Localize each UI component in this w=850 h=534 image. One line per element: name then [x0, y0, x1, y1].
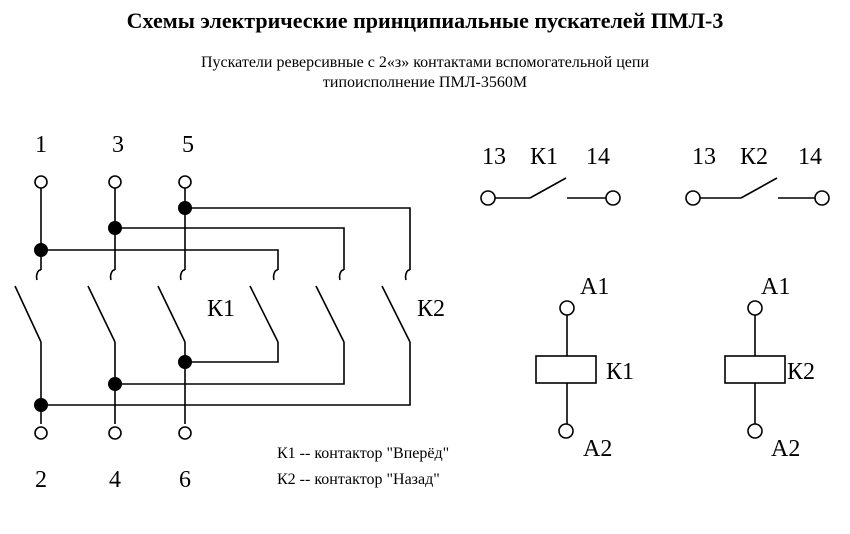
aux-k2-name: К2 [740, 144, 768, 170]
bus-k2-to-6 [185, 342, 279, 363]
bus-k2-to-4 [115, 342, 345, 385]
k2-main-label: К2 [417, 296, 445, 322]
coil-k2-body [724, 355, 786, 384]
aux-k2-left-terminal-label: 13 [692, 144, 716, 170]
diagram-title: Схемы электрические принципиальные пуска… [126, 8, 724, 33]
coil-k2-a1-label: А1 [761, 274, 790, 300]
coil-k1-a2-label: А2 [583, 436, 612, 462]
fixed-contact-hooks [35, 269, 411, 281]
terminal-label-3: 3 [112, 132, 124, 158]
legend-k1: К1 -- контактор "Вперёд" [277, 445, 449, 462]
terminal-label-5: 5 [182, 132, 194, 158]
terminal-label-6: 6 [179, 467, 191, 493]
junction-dots [34, 201, 192, 412]
terminal-label-2: 2 [35, 467, 47, 493]
k1-main-label: К1 [207, 296, 235, 322]
coil-k2: А1 К2 А2 [724, 274, 815, 462]
bus-k2-to-2 [41, 342, 411, 406]
legend-k2: К2 -- контактор "Назад" [277, 471, 440, 488]
diagram-subtitle-line-2: типоисполнение ПМЛ-3560М [322, 74, 528, 91]
aux-k1-name: К1 [530, 144, 558, 170]
bus-3-to-k2 [115, 227, 345, 270]
aux-k2-right-terminal-label: 14 [798, 144, 822, 170]
terminal-label-4: 4 [109, 467, 121, 493]
k1-main-contacts [14, 285, 186, 343]
terminal-label-1: 1 [35, 132, 47, 158]
coil-k2-name: К2 [787, 359, 815, 385]
power-terminals [34, 175, 192, 440]
coil-k1: А1 К1 А2 [535, 274, 634, 462]
bus-5-to-k2 [185, 207, 411, 270]
coil-k1-body [535, 355, 597, 384]
coil-k2-a2-label: А2 [771, 436, 800, 462]
coil-k1-a1-label: А1 [580, 274, 609, 300]
aux-contact-k2: 13 К2 14 [685, 144, 830, 206]
power-circuit: 1 3 5 К1 К [14, 132, 445, 493]
aux-k1-right-terminal-label: 14 [586, 144, 610, 170]
k2-main-contacts [249, 285, 411, 343]
diagram-subtitle-line-1: Пускатели реверсивные с 2«з» контактами … [200, 54, 650, 71]
coil-k1-name: К1 [606, 359, 634, 385]
bus-1-to-k2 [41, 249, 279, 270]
aux-k1-left-terminal-label: 13 [482, 144, 506, 170]
aux-contact-k1: 13 К1 14 [480, 144, 621, 206]
